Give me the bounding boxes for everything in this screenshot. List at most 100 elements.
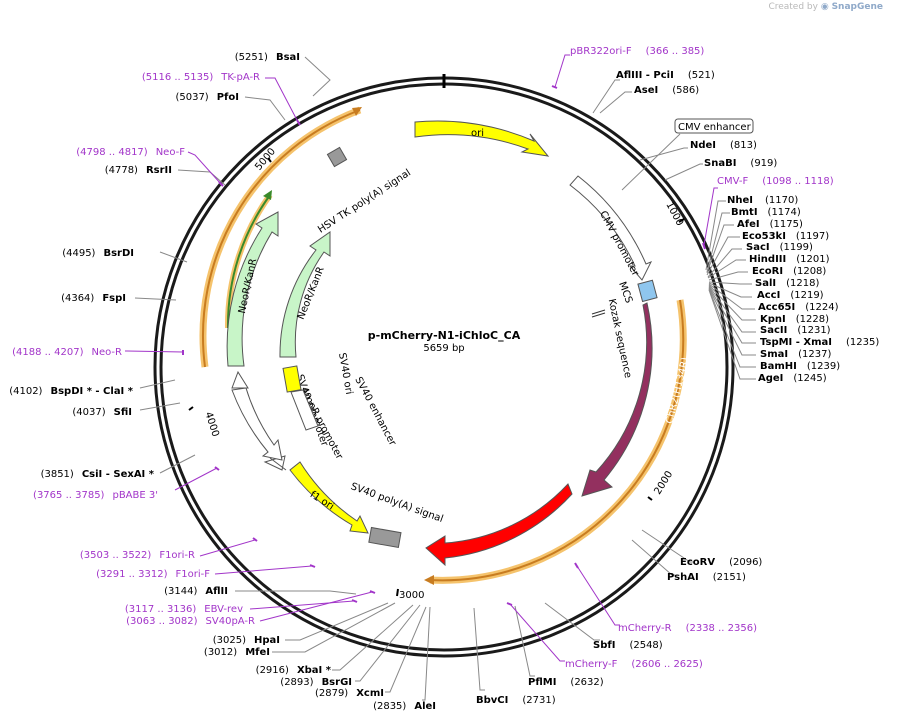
primer-mcherry-r: mCherry-R(2338 .. 2356) [618, 623, 757, 634]
site-snaBI: SnaBI(919) [704, 158, 777, 169]
site-sbfI: SbfI(2548) [593, 640, 663, 651]
primer-neo-r: (4188 .. 4207)Neo-R [12, 347, 122, 358]
cmv-enhancer-leader [621, 133, 681, 191]
cmv-enhancer-box [674, 118, 754, 134]
site-salI: SalI(1218) [755, 278, 819, 289]
site-aseI: AseI(586) [634, 85, 699, 96]
chr2-label: ChR2(H134R) [664, 356, 691, 425]
cmv-enhancer-label: CMV enhancer [678, 122, 752, 133]
tick-label-4000: 4000 [202, 411, 220, 439]
primer-mark [551, 85, 558, 89]
site-bbvCI: BbvCI(2731) [476, 695, 556, 706]
site-ecoRI: EcoRI(1208) [752, 266, 826, 277]
neo-kanr-outer-feature[interactable] [226, 211, 279, 367]
site-mfeI: (3012)MfeI [204, 647, 270, 658]
hsv-tk-polya-label: HSV TK poly(A) signal [316, 167, 413, 235]
green-arc-neo-core [226, 194, 271, 329]
credit: Created by ◉ SnapGene [768, 2, 883, 12]
chr2-feature[interactable] [581, 302, 653, 497]
credit-brand: SnapGene [831, 2, 883, 12]
primer-tk-pa-r: (5116 .. 5135)TK-pA-R [142, 72, 260, 83]
site-csiI-sexAI: (3851)CsiI - SexAI * [41, 469, 155, 480]
site-acc65I: Acc65I(1224) [758, 302, 839, 313]
site-eco53kI: Eco53kI(1197) [742, 231, 829, 242]
primer-mark [252, 537, 258, 542]
sv40-polya-feature[interactable] [368, 526, 402, 549]
primer-sv40pa-r: (3063 .. 3082)SV40pA-R [126, 616, 255, 627]
neo-kanr-inner-feature[interactable] [279, 231, 331, 358]
site-smaI: SmaI(1237) [760, 349, 831, 360]
site-ecoRV: EcoRV(2096) [680, 557, 762, 568]
primer-f1ori-r: (3503 .. 3522)F1ori-R [80, 550, 195, 561]
sv40-polya-label: SV40 poly(A) signal [349, 481, 445, 525]
site-hpaI: (3025)HpaI [213, 635, 280, 646]
plasmid-name: p-mCherry-N1-iChloC_CA [368, 329, 521, 342]
primer-pbr322ori-f: pBR322ori-F(366 .. 385) [570, 46, 704, 57]
kozak-label: Kozak sequence [606, 298, 634, 379]
mcs-label: MCS [616, 280, 634, 304]
site-bmtI: BmtI(1174) [731, 207, 801, 218]
primer-neo-f: (4798 .. 4817)Neo-F [76, 147, 185, 158]
primer-pbabe-3: (3765 .. 3785)pBABE 3' [33, 490, 158, 501]
site-pfoI: (5037)PfoI [175, 92, 239, 103]
site-rsrII: (4778)RsrII [105, 165, 172, 176]
site-pshAI: PshAI(2151) [667, 572, 746, 583]
site-bsaI: (5251)BsaI [235, 52, 300, 63]
site-fspI: (4364)FspI [61, 293, 126, 304]
hsv-tk-polya-feature[interactable] [326, 146, 348, 168]
site-sfiI: (4037)SfiI [72, 407, 132, 418]
site-bsrDI: (4495)BsrDI [62, 248, 134, 259]
site-xcmI: (2879)XcmI [315, 688, 384, 699]
site-aleI: (2835)AleI [373, 701, 436, 712]
primer-mcherry-f: mCherry-F(2606 .. 2625) [565, 659, 703, 670]
tick-4000 [188, 406, 194, 411]
orange-arc-left [202, 109, 361, 368]
tick-5000 [267, 157, 272, 163]
site-sacI: SacI(1199) [746, 242, 813, 253]
sv40-enhancer-label: SV40 enhancer [352, 375, 398, 448]
tick-2000 [647, 496, 653, 501]
mcherry-feature[interactable] [425, 483, 573, 567]
site-bsrGI: (2893)BsrGI [280, 677, 352, 688]
site-aflIII-pciI: AflIII - PciI(521) [616, 70, 715, 81]
primer-mark [702, 242, 706, 250]
orange-arc-chr2 [429, 299, 685, 582]
f1-ori-feature[interactable] [289, 461, 369, 534]
kozak-mark-2 [591, 312, 606, 318]
kozak-mark-1 [591, 309, 606, 315]
primer-mark [351, 599, 358, 603]
tick-label-2000: 2000 [652, 469, 675, 496]
backbone-inner-ring [159, 82, 729, 652]
site-aflII: (3144)AflII [164, 586, 228, 597]
orange-arc-chr2-head [424, 575, 434, 585]
orange-arc-chr2-halo [429, 299, 687, 584]
site-hindIII: HindIII(1201) [749, 254, 830, 265]
cmv-promoter-feature[interactable] [569, 175, 653, 281]
site-pflMI: PflMI(2632) [528, 677, 604, 688]
site-ndeI: NdeI(813) [690, 140, 757, 151]
tick-3000 [396, 588, 399, 597]
site-leaders [134, 56, 756, 701]
credit-prefix: Created by [768, 2, 818, 12]
site-tspMI-xmaI: TspMI - XmaI(1235) [760, 337, 879, 348]
sv40-ori-label: SV40 ori [336, 352, 354, 395]
tick-1000 [678, 218, 685, 223]
primer-mark [309, 564, 316, 568]
site-afeI: AfeI(1175) [737, 219, 803, 230]
site-sacII: SacII(1231) [760, 325, 831, 336]
ori-label: ori [471, 128, 484, 139]
sv40-ori-feature[interactable] [282, 365, 302, 393]
site-bamHI: BamHI(1239) [760, 361, 840, 372]
sv40-enhancer-feature[interactable] [290, 389, 319, 431]
tick-label-3000: 3000 [399, 590, 424, 601]
primer-mark [369, 590, 376, 594]
mcs-feature[interactable] [637, 279, 658, 303]
site-bspDI-claI: (4102)BspDI * - ClaI * [9, 386, 134, 397]
green-arc-neo-head [263, 190, 272, 200]
primer-f1ori-f: (3291 .. 3312)F1ori-F [96, 569, 210, 580]
ori-feature[interactable] [414, 120, 550, 157]
snapgene-logo-icon: ◉ [820, 2, 829, 12]
plasmid-size: 5659 bp [423, 343, 464, 354]
sv40-promoter-feature[interactable] [231, 370, 283, 461]
